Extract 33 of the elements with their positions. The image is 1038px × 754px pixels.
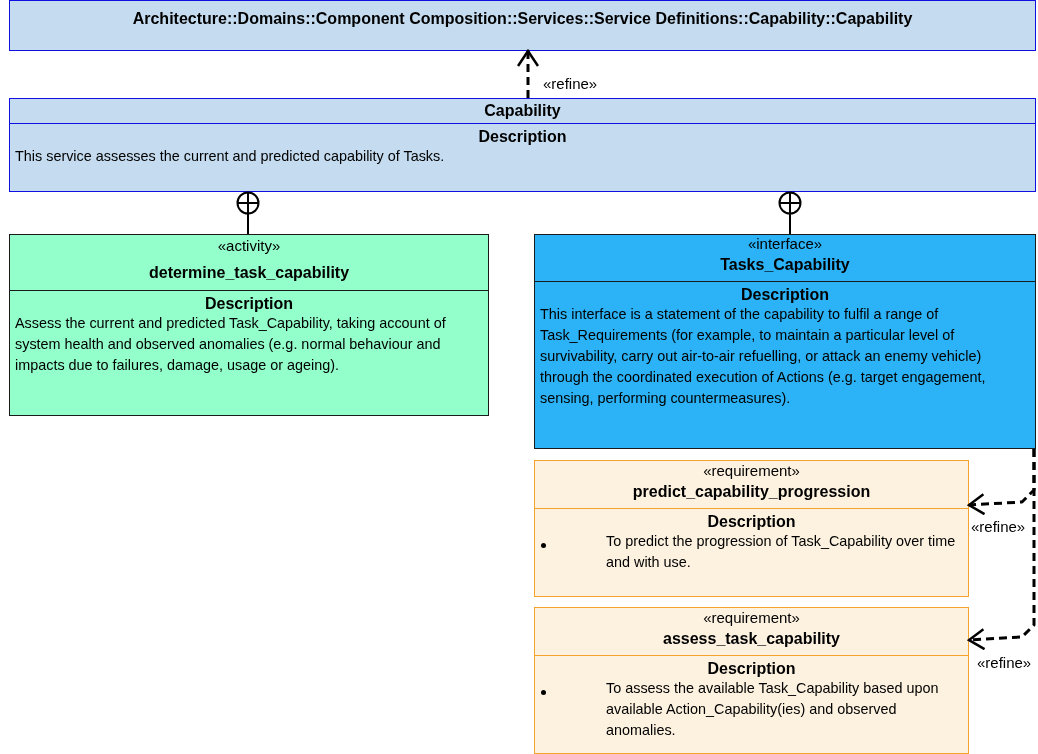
element-name: determine_task_capability: [147, 263, 351, 283]
dashed-arrow: [967, 449, 1036, 651]
edge-label: «refine»: [976, 654, 1033, 671]
requirement-box: [534, 460, 969, 597]
compartment-title: Description: [706, 659, 797, 678]
activity-box: [9, 234, 489, 416]
stereotype-label: «requirement»: [702, 462, 801, 480]
requirement-box: [534, 607, 969, 754]
stereotype-label: «interface»: [746, 235, 824, 253]
element-name: Architecture::Domains::Component Composition::Services::Service Definitions::Capability::Capability: [131, 9, 914, 29]
interface-box: [534, 234, 1036, 449]
description-text: To assess the available Task_Capability based upon available Action_Capability(ies) and observed anomalies.: [606, 679, 940, 740]
edge-label: «refine»: [970, 518, 1027, 535]
stereotype-label: «activity»: [216, 237, 282, 255]
description-text: To predict the progression of Task_Capability over time and with use.: [606, 532, 957, 572]
compartment-title: Description: [740, 285, 830, 304]
containment-connector: [236, 191, 260, 235]
compartment-title: Description: [204, 294, 294, 313]
stereotype-label: «requirement»: [702, 609, 801, 627]
element-name: Capability: [483, 101, 562, 121]
dashed-arrow: [516, 49, 540, 98]
element-name: Tasks_Capability: [719, 255, 851, 275]
element-name: predict_capability_progression: [631, 482, 872, 502]
description-text: This interface is a statement of the capability to fulfil a range of Task_Requirements (for example, to maintain a particular level of survivability, carry out air-to-air refuelling, or attack an enemy vehicle) through the coordinated execution of Actions (e.g. target engagement, sensing, performing countermeasures).: [540, 305, 987, 408]
containment-connector: [778, 191, 802, 235]
description-text: Assess the current and predicted Task_Capability, taking account of system health and observed anomalies (e.g. normal behaviour and impacts due to failures, damage, usage or ageing).: [15, 314, 447, 375]
edge-label: «refine»: [542, 75, 599, 92]
compartment-title: Description: [477, 127, 568, 146]
compartment-title: Description: [706, 512, 797, 531]
package-box: [9, 0, 1036, 51]
element-name: assess_task_capability: [662, 629, 841, 649]
description-text: This service assesses the current and predicted capability of Tasks.: [15, 147, 446, 166]
class-box: [9, 98, 1036, 192]
